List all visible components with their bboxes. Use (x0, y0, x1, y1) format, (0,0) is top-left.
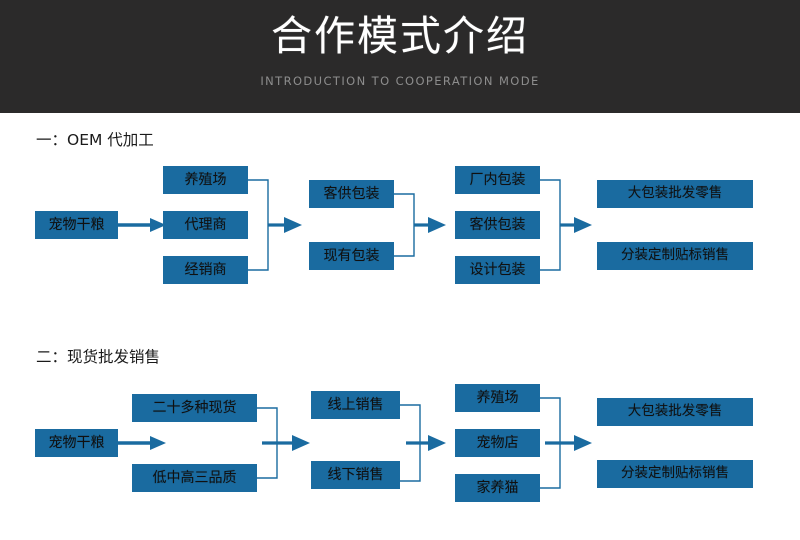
section-2-heading: 二：现货批发销售 (36, 348, 161, 366)
diagram-spot-wholesale: 宠物干粮 二十多种现货 低中高三品质 线上销售 线下销售 养殖场 宠物店 家养猫… (0, 378, 800, 508)
flow-box[interactable]: 厂内包装 (455, 166, 540, 194)
flow-box[interactable]: 宠物店 (455, 429, 540, 457)
flow-box[interactable]: 宠物干粮 (35, 211, 118, 239)
diagram-oem-processing: 宠物干粮 养殖场 代理商 经销商 客供包装 现有包装 厂内包装 客供包装 设计包… (0, 160, 800, 290)
flow-box[interactable]: 现有包装 (309, 242, 394, 270)
flow-box[interactable]: 客供包装 (309, 180, 394, 208)
flow-box[interactable]: 经销商 (163, 256, 248, 284)
page-subtitle: INTRODUCTION TO COOPERATION MODE (260, 74, 540, 88)
flow-box[interactable]: 客供包装 (455, 211, 540, 239)
flow-box[interactable]: 设计包装 (455, 256, 540, 284)
flow-box[interactable]: 分装定制贴标销售 (597, 242, 753, 270)
flow-box[interactable]: 家养猫 (455, 474, 540, 502)
page-title: 合作模式介绍 (271, 12, 529, 60)
flow-box[interactable]: 分装定制贴标销售 (597, 460, 753, 488)
flow-box[interactable]: 养殖场 (455, 384, 540, 412)
flow-box[interactable]: 大包装批发零售 (597, 180, 753, 208)
flow-box[interactable]: 宠物干粮 (35, 429, 118, 457)
flow-box[interactable]: 低中高三品质 (132, 464, 257, 492)
flow-box[interactable]: 养殖场 (163, 166, 248, 194)
page-header-banner: 合作模式介绍 INTRODUCTION TO COOPERATION MODE (0, 0, 800, 113)
flow-box[interactable]: 代理商 (163, 211, 248, 239)
flow-box[interactable]: 二十多种现货 (132, 394, 257, 422)
flow-box[interactable]: 大包装批发零售 (597, 398, 753, 426)
flow-box[interactable]: 线下销售 (311, 461, 400, 489)
section-1-heading: 一：OEM 代加工 (36, 131, 154, 149)
flow-box[interactable]: 线上销售 (311, 391, 400, 419)
